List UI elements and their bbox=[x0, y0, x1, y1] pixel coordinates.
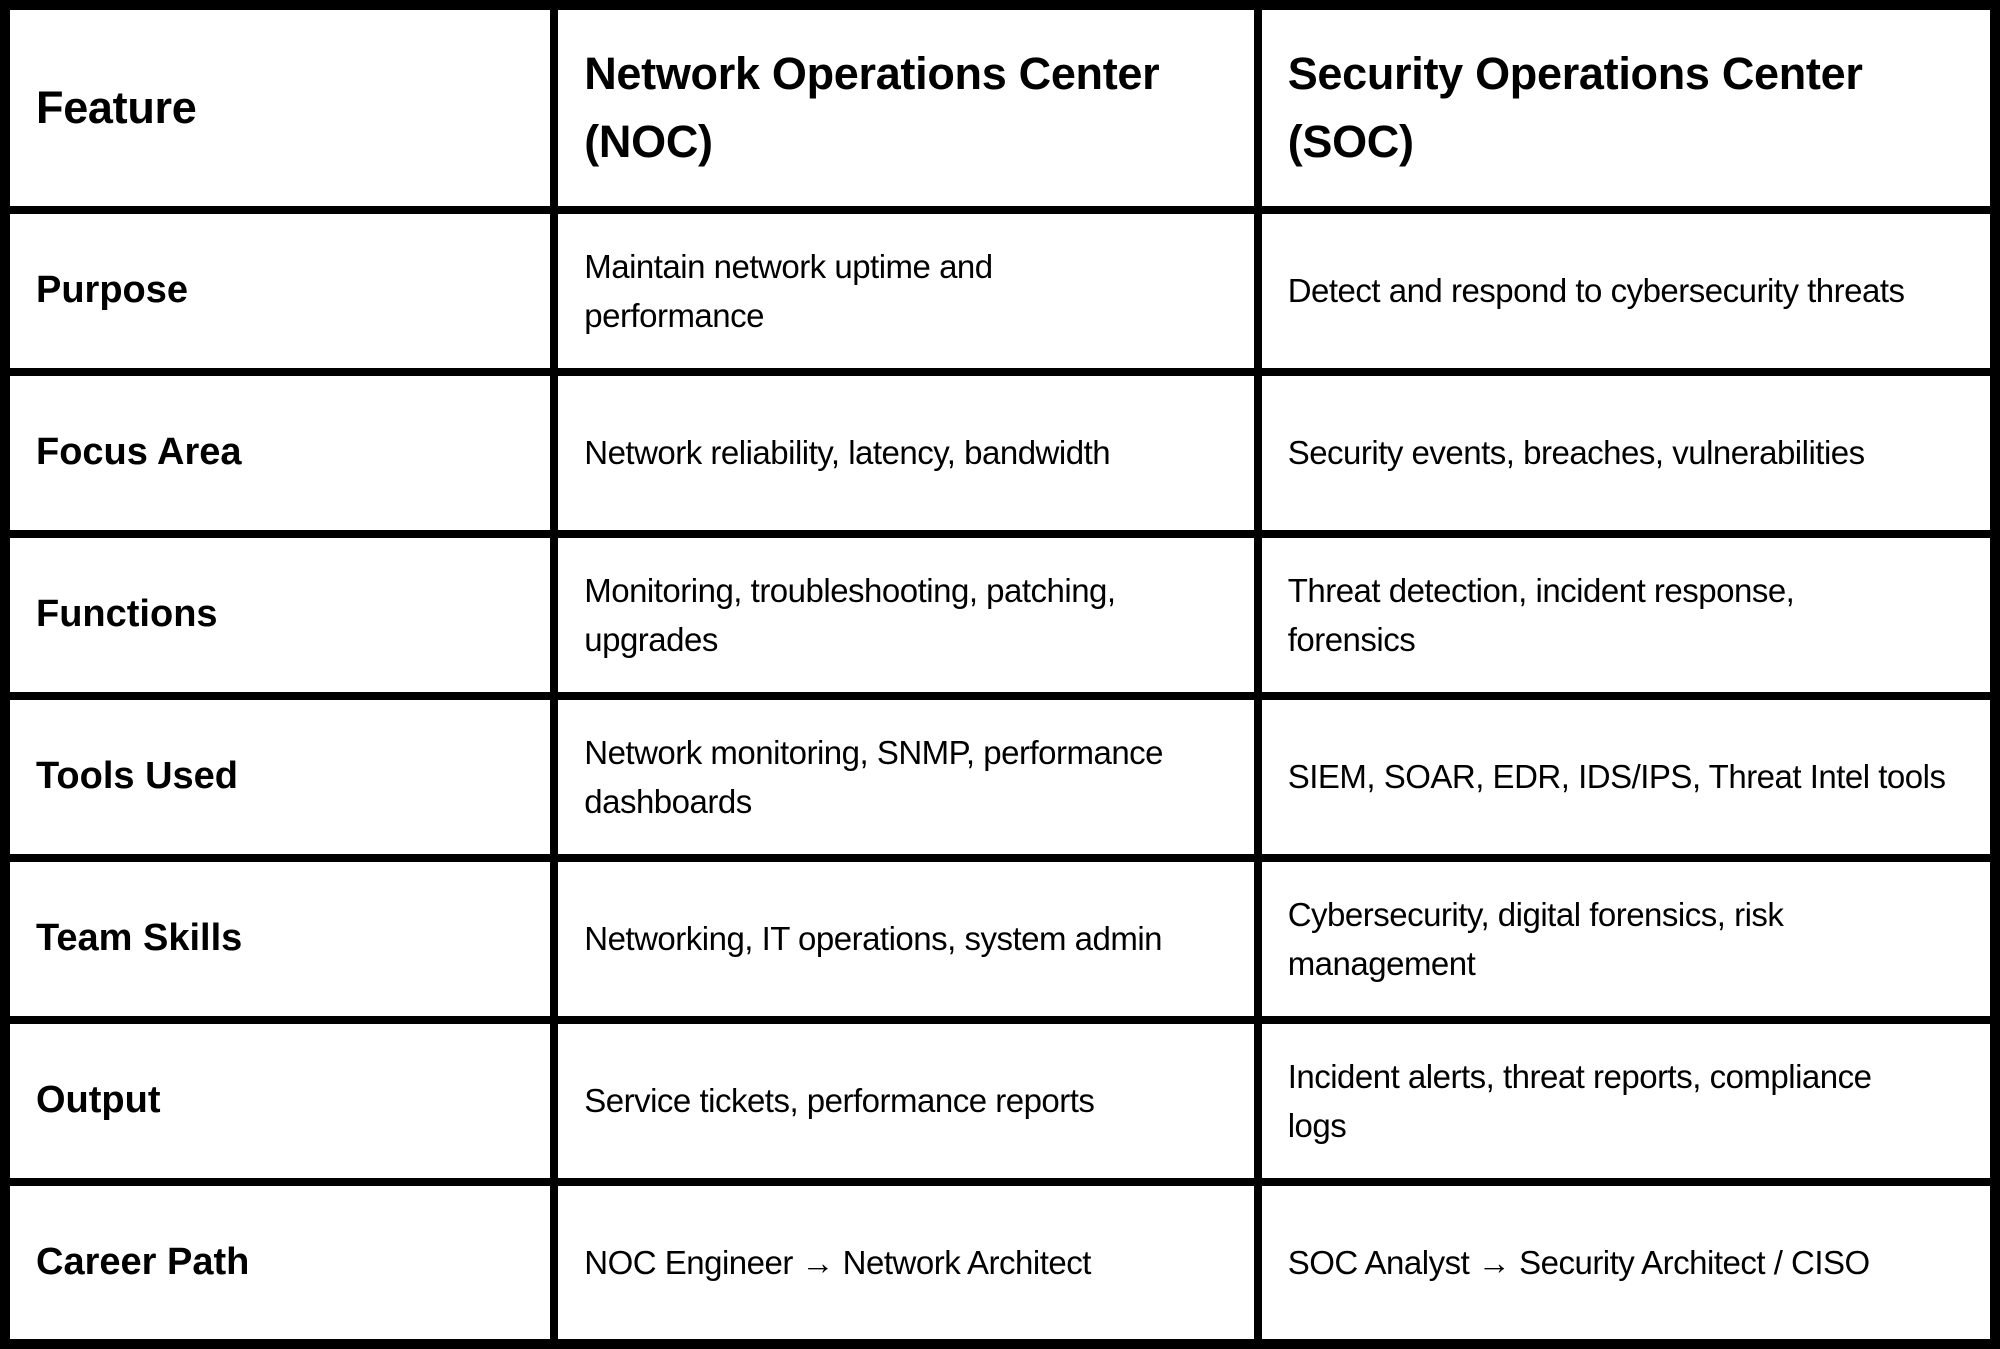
table-row-focus-area: Focus Area Network reliability, latency,… bbox=[0, 368, 2000, 538]
table-row-output: Output Service tickets, performance repo… bbox=[0, 1016, 2000, 1186]
feature-cell: Team Skills bbox=[0, 854, 559, 1024]
table-row-team-skills: Team Skills Networking, IT operations, s… bbox=[0, 854, 2000, 1024]
soc-cell: Threat detection, incident response, for… bbox=[1253, 530, 2000, 700]
soc-cell: Security events, breaches, vulnerabiliti… bbox=[1253, 368, 2000, 538]
soc-cell: SOC Analyst → Security Architect / CISO bbox=[1253, 1178, 2000, 1348]
noc-cell: Monitoring, troubleshooting, patching, u… bbox=[550, 530, 1262, 700]
soc-cell: SIEM, SOAR, EDR, IDS/IPS, Threat Intel t… bbox=[1253, 692, 2000, 862]
noc-cell: Maintain network uptime and performance bbox=[550, 206, 1262, 376]
table-row-tools-used: Tools Used Network monitoring, SNMP, per… bbox=[0, 692, 2000, 862]
soc-cell: Detect and respond to cybersecurity thre… bbox=[1253, 206, 2000, 376]
soc-cell: Cybersecurity, digital forensics, risk m… bbox=[1253, 854, 2000, 1024]
feature-cell: Output bbox=[0, 1016, 559, 1186]
table-row-purpose: Purpose Maintain network uptime and perf… bbox=[0, 206, 2000, 376]
noc-cell: Network reliability, latency, bandwidth bbox=[550, 368, 1262, 538]
column-header-feature: Feature bbox=[0, 1, 559, 214]
table-row-career-path: Career Path NOC Engineer → Network Archi… bbox=[0, 1178, 2000, 1348]
table-row-functions: Functions Monitoring, troubleshooting, p… bbox=[0, 530, 2000, 700]
noc-cell: NOC Engineer → Network Architect bbox=[550, 1178, 1262, 1348]
noc-cell: Service tickets, performance reports bbox=[550, 1016, 1262, 1186]
feature-cell: Focus Area bbox=[0, 368, 559, 538]
feature-cell: Purpose bbox=[0, 206, 559, 376]
noc-cell: Networking, IT operations, system admin bbox=[550, 854, 1262, 1024]
feature-cell: Functions bbox=[0, 530, 559, 700]
feature-cell: Tools Used bbox=[0, 692, 559, 862]
column-header-soc: Security Operations Center (SOC) bbox=[1253, 1, 2000, 214]
table-header-row: Feature Network Operations Center (NOC) … bbox=[0, 1, 2000, 214]
noc-cell: Network monitoring, SNMP, performance da… bbox=[550, 692, 1262, 862]
column-header-noc: Network Operations Center (NOC) bbox=[550, 1, 1262, 214]
feature-cell: Career Path bbox=[0, 1178, 559, 1348]
soc-cell: Incident alerts, threat reports, complia… bbox=[1253, 1016, 2000, 1186]
